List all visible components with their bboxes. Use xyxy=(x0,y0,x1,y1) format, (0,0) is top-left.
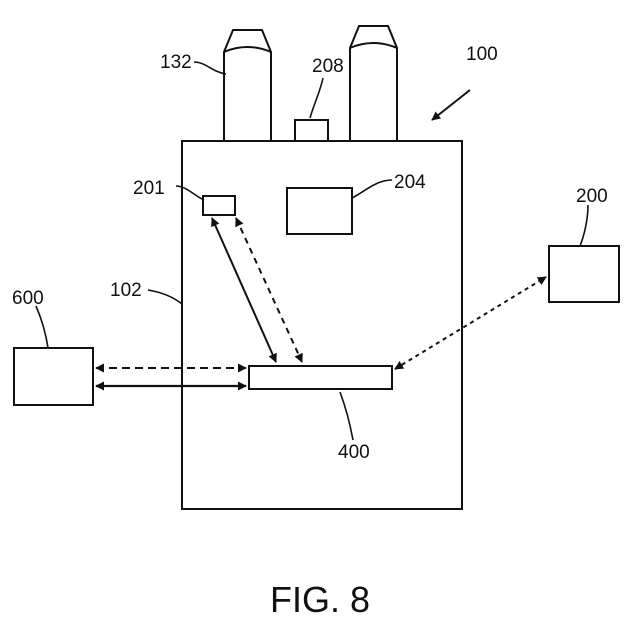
left-prong xyxy=(224,30,271,140)
leader-102 xyxy=(148,290,182,304)
component-208-box xyxy=(295,120,328,142)
external-device-200-box xyxy=(549,246,619,302)
component-201-box xyxy=(203,196,235,215)
leader-200 xyxy=(580,205,588,246)
label-400: 400 xyxy=(338,442,370,463)
label-132: 132 xyxy=(160,52,192,73)
leader-208 xyxy=(310,78,323,118)
external-unit-600-box xyxy=(14,348,93,405)
right-prong xyxy=(350,26,397,140)
circuit-400-box xyxy=(249,366,392,389)
label-600: 600 xyxy=(12,288,44,309)
label-200: 200 xyxy=(576,186,608,207)
label-100: 100 xyxy=(466,44,498,65)
label-201: 201 xyxy=(133,178,165,199)
component-204-box xyxy=(287,188,352,234)
leader-132 xyxy=(194,62,226,74)
label-204: 204 xyxy=(394,172,426,193)
leader-600 xyxy=(36,306,48,348)
figure-caption: FIG. 8 xyxy=(270,579,370,620)
leader-100-arrow xyxy=(432,90,470,120)
label-208: 208 xyxy=(312,56,344,77)
label-102: 102 xyxy=(110,280,142,301)
